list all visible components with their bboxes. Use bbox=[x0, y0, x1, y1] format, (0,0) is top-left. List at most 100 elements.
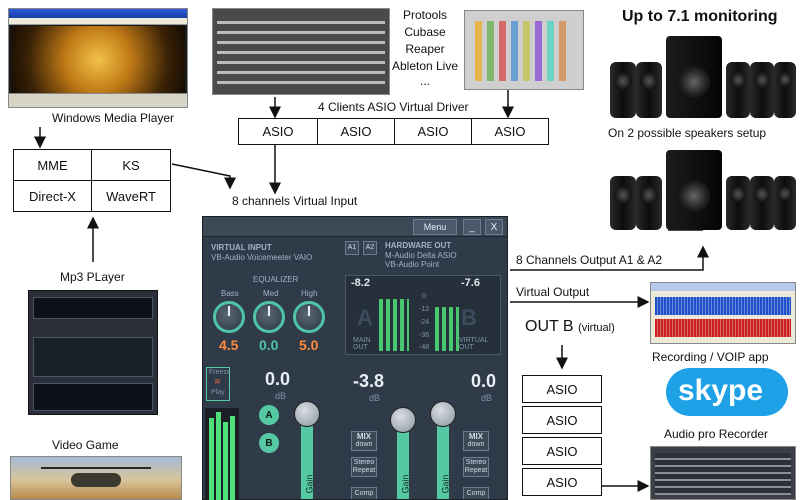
vm-med-knob[interactable] bbox=[253, 301, 285, 333]
rotor-shape bbox=[41, 467, 151, 469]
vm-equalizer-label: EQUALIZER bbox=[253, 275, 299, 284]
outb-asio-box-2: ASIO bbox=[522, 406, 602, 434]
windows-media-player-screenshot bbox=[8, 8, 188, 108]
vm-b-button[interactable]: B bbox=[259, 433, 279, 453]
vm-a-button[interactable]: A bbox=[259, 405, 279, 425]
speaker-icon bbox=[610, 62, 636, 118]
voicemeeter-window: Menu _ X VIRTUAL INPUT VB-Audio Voicemee… bbox=[202, 216, 508, 500]
vm-repeat-label-2: Repeat bbox=[464, 467, 488, 474]
winamp-playlist bbox=[33, 383, 153, 411]
vm-stereo-label-2: Stereo bbox=[465, 459, 487, 466]
vm-hardware-out-sub2: VB-Audio Point bbox=[385, 260, 440, 269]
rec-waveform-blue bbox=[655, 297, 791, 315]
speaker-icon bbox=[750, 62, 774, 118]
vm-mix-down-button-1[interactable]: MIX down bbox=[351, 431, 377, 451]
vm-gain-fader-3[interactable] bbox=[437, 407, 449, 499]
vm-fader2-db: dB bbox=[369, 393, 381, 403]
vm-med-value: 0.0 bbox=[259, 337, 279, 353]
driver-mme: MME bbox=[13, 149, 92, 181]
vm-gain-label-1: Gain bbox=[304, 474, 315, 494]
asio-client-box-3: ASIO bbox=[394, 118, 472, 145]
monitoring-title: Up to 7.1 monitoring bbox=[622, 8, 778, 25]
subwoofer-icon bbox=[666, 150, 722, 230]
speaker-icon bbox=[636, 62, 662, 118]
vm-stereo-repeat-button-1[interactable]: Stereo Repeat bbox=[351, 457, 377, 477]
asio-client-box-2: ASIO bbox=[317, 118, 395, 145]
vm-gain-fader-2-cap[interactable] bbox=[390, 407, 416, 433]
vm-stereo-repeat-button-2[interactable]: Stereo Repeat bbox=[463, 457, 489, 477]
daw-list-item-ableton: Ableton Live bbox=[391, 59, 459, 73]
vm-meter-right-value: -7.6 bbox=[461, 277, 480, 289]
winamp-eq bbox=[33, 337, 153, 377]
asio-client-box-1: ASIO bbox=[238, 118, 318, 145]
voicemeeter-close-button[interactable]: X bbox=[485, 219, 503, 235]
vm-play-label: Play bbox=[211, 389, 225, 396]
vm-a1-button[interactable]: A1 bbox=[345, 241, 359, 255]
vm-hardware-out-title: HARDWARE OUT bbox=[385, 241, 452, 250]
vm-scale-0: 0 bbox=[422, 293, 426, 300]
rec-waveform-red bbox=[655, 319, 791, 337]
speaker-icon bbox=[726, 176, 750, 230]
daw-screenshot-ableton bbox=[464, 10, 584, 90]
rec-toolbar bbox=[651, 283, 795, 291]
vm-mix-sub-1: down bbox=[355, 441, 373, 448]
vm-gain-fader-2[interactable] bbox=[397, 417, 409, 499]
vm-scale-24: -24 bbox=[419, 319, 430, 326]
vm-stereo-label-1: Stereo bbox=[353, 459, 375, 466]
voicemeeter-menu-button[interactable]: Menu bbox=[413, 219, 457, 235]
outb-asio-box-4: ASIO bbox=[522, 468, 602, 496]
wmp-menubar bbox=[9, 18, 187, 25]
apr-rows bbox=[655, 453, 791, 495]
wmp-video-area bbox=[11, 26, 185, 93]
vm-med-label: Med bbox=[263, 289, 279, 298]
outb-sub: (virtual) bbox=[578, 322, 615, 334]
vm-freeze-box bbox=[206, 367, 230, 401]
vm-meter-left-value: -8.2 bbox=[351, 277, 370, 289]
vm-mix-down-button-2[interactable]: MIX down bbox=[463, 431, 489, 451]
skype-logo: skype bbox=[666, 368, 788, 418]
wmp-titlebar bbox=[9, 9, 187, 18]
recording-app-screenshot bbox=[650, 282, 796, 344]
vm-gain-fader-3-cap[interactable] bbox=[430, 401, 456, 427]
vm-meter-bars-right bbox=[435, 307, 459, 351]
vm-meter-a-letter: A bbox=[357, 305, 373, 330]
speaker-icon bbox=[774, 62, 796, 118]
vm-mix-label-1: MIX bbox=[356, 432, 372, 441]
vm-scale-48: -48 bbox=[419, 344, 430, 351]
vm-fader3-db: dB bbox=[481, 393, 493, 403]
vm-freeze-label: Freeze bbox=[209, 369, 231, 376]
vm-record-label: R bbox=[215, 379, 221, 386]
vm-comp-button-1[interactable]: Comp bbox=[351, 487, 377, 499]
audio-pro-screenshot bbox=[650, 446, 796, 500]
winamp-display bbox=[33, 297, 153, 319]
vm-gain-fader-1-cap[interactable] bbox=[294, 401, 320, 427]
voicemeeter-minimize-button[interactable]: _ bbox=[463, 219, 481, 235]
driver-wavert: WaveRT bbox=[91, 180, 171, 212]
speaker-icon bbox=[726, 62, 750, 118]
vm-high-label: High bbox=[301, 289, 318, 298]
vm-a2-button[interactable]: A2 bbox=[363, 241, 377, 255]
speaker-icon bbox=[750, 176, 774, 230]
vm-hardware-out-sub1: M-Audio Delta ASIO bbox=[385, 251, 457, 260]
virtual-output-label: Virtual Output bbox=[516, 285, 590, 299]
vm-high-knob[interactable] bbox=[293, 301, 325, 333]
vm-bass-knob[interactable] bbox=[213, 301, 245, 333]
daw-screenshot-protools bbox=[212, 8, 390, 95]
vm-mix-sub-2: down bbox=[467, 441, 485, 448]
daw-list-item-protools: Protools bbox=[402, 8, 448, 22]
vm-comp-button-2[interactable]: Comp bbox=[463, 487, 489, 499]
speaker-icon bbox=[636, 176, 662, 230]
vm-comp-label-1: Comp bbox=[354, 490, 374, 497]
vm-gain-fader-1[interactable] bbox=[301, 407, 313, 499]
vm-fader1-db: dB bbox=[275, 391, 287, 401]
vm-comp-label-2: Comp bbox=[466, 490, 486, 497]
speaker-icon bbox=[610, 176, 636, 230]
vm-meter-bars bbox=[379, 299, 409, 351]
winamp-screenshot bbox=[28, 290, 158, 415]
vm-scale-12: -12 bbox=[419, 306, 430, 313]
asio-clients-title: 4 Clients ASIO Virtual Driver bbox=[318, 100, 469, 114]
skype-logo-text: skype bbox=[678, 374, 764, 407]
vm-virtual-input-title: VIRTUAL INPUT bbox=[211, 243, 272, 252]
voicemeeter-titlebar bbox=[203, 217, 507, 237]
outb-title-text: OUT B bbox=[525, 318, 574, 335]
